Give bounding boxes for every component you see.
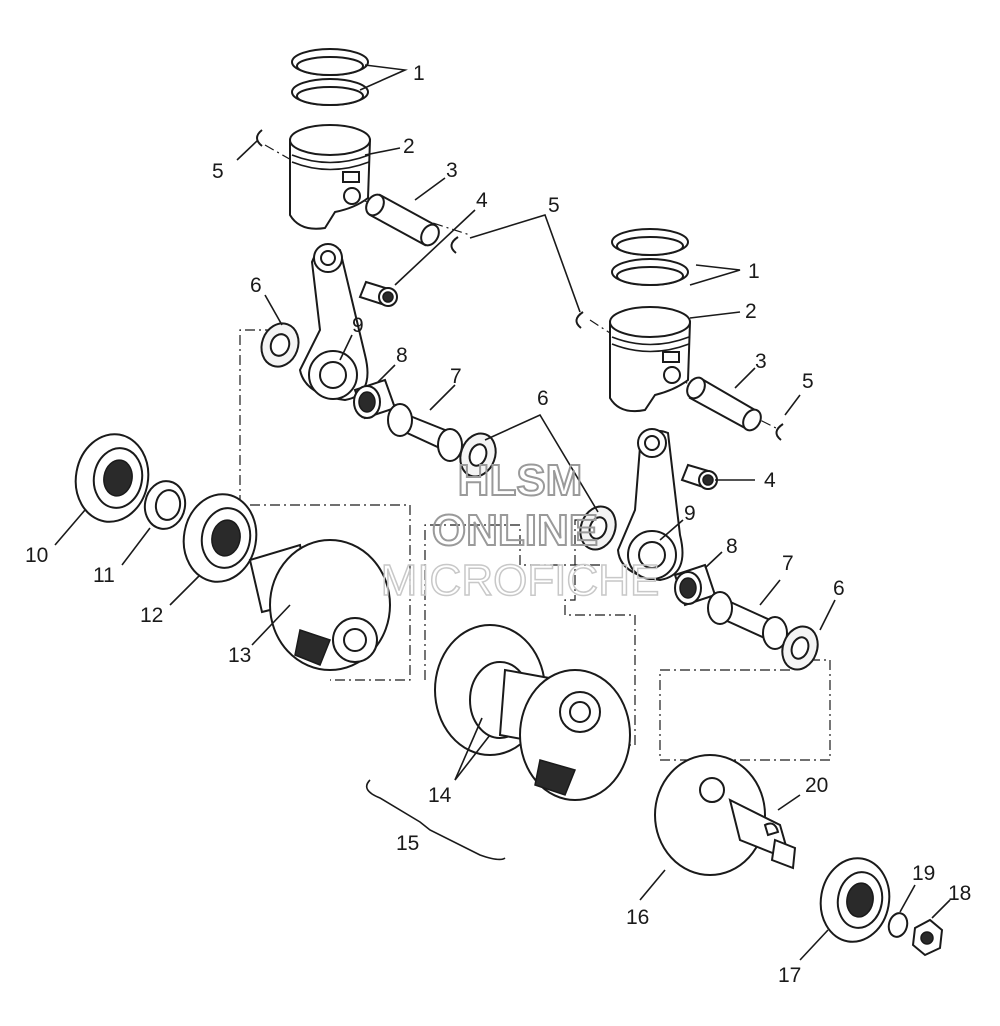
- woodruff-key: [763, 822, 780, 837]
- callout-numbers: 1 2 3 4 5 5 6 9 8 7 6 1 2 3 5 4 9 8 7 6 …: [25, 62, 971, 987]
- callout-13: 13: [228, 644, 251, 667]
- callout-4-left: 4: [476, 189, 488, 212]
- piston-pin-right: [686, 376, 762, 432]
- piston-ring-set-right: [611, 228, 689, 286]
- needle-bearing-small-right: [680, 463, 718, 490]
- callout-5-right: 5: [802, 370, 814, 393]
- thrust-washer-right: [781, 625, 819, 671]
- crank-half-left: [248, 539, 391, 671]
- crank-half-right: [654, 754, 797, 876]
- callout-3-right: 3: [755, 350, 767, 373]
- callout-10: 10: [25, 544, 48, 567]
- circlip-right-inner: [775, 423, 784, 441]
- callout-15: 15: [396, 832, 419, 855]
- lock-washer: [887, 912, 909, 938]
- watermark-line-1: HLSM: [458, 456, 583, 505]
- callout-9-right: 9: [684, 502, 696, 525]
- callout-14: 14: [428, 784, 452, 807]
- ball-bearing-left-inner: [182, 493, 258, 583]
- callout-9-left: 9: [352, 314, 364, 337]
- connecting-rod-right: [616, 428, 684, 582]
- callout-2-left: 2: [403, 135, 415, 158]
- callout-20: 20: [805, 774, 828, 797]
- callout-1-right: 1: [748, 260, 760, 283]
- leader-lines: [54, 64, 951, 961]
- callout-6-left: 6: [250, 274, 262, 297]
- circlip-left-inner: [450, 236, 459, 254]
- ball-bearing-right: [819, 857, 891, 943]
- crank-half-center: [434, 624, 631, 801]
- callout-18: 18: [948, 882, 971, 905]
- thrust-washer-center-right: [579, 505, 617, 551]
- callout-7-left: 7: [450, 365, 462, 388]
- callout-8-right: 8: [726, 535, 738, 558]
- needle-bearing-big-left: [353, 378, 397, 420]
- callout-4-right: 4: [764, 469, 776, 492]
- needle-bearing-small-left: [358, 280, 398, 307]
- piston-ring-set-left: [291, 48, 369, 106]
- circlip-left-outer: [256, 129, 263, 147]
- callout-3-left: 3: [446, 159, 458, 182]
- watermark: HLSM ONLINE MICROFICHE: [380, 455, 660, 606]
- callout-5-center: 5: [548, 194, 560, 217]
- crank-pin-right: [707, 591, 788, 650]
- crank-pin-left: [387, 403, 463, 462]
- callout-1-left: 1: [413, 62, 425, 85]
- thrust-washer-left-a: [260, 322, 300, 368]
- callout-16: 16: [626, 906, 649, 929]
- crank-nut: [911, 918, 944, 957]
- spacer-ring-left: [143, 480, 187, 530]
- callout-12: 12: [140, 604, 163, 627]
- piston-left: [289, 124, 372, 230]
- callout-7-right: 7: [782, 552, 794, 575]
- callout-5-left-outer: 5: [212, 160, 224, 183]
- callout-2-right: 2: [745, 300, 757, 323]
- callout-17: 17: [778, 964, 801, 987]
- ball-bearing-left: [74, 433, 150, 523]
- watermark-line-3: MICROFICHE: [381, 556, 660, 605]
- thrust-washer-center: [459, 432, 497, 478]
- callout-6-right: 6: [833, 577, 845, 600]
- piston-pin-left: [365, 193, 440, 247]
- callout-19: 19: [912, 862, 935, 885]
- callout-11: 11: [93, 564, 115, 587]
- callout-6-center: 6: [537, 387, 549, 410]
- watermark-line-2: ONLINE: [432, 506, 598, 555]
- callout-8-left: 8: [396, 344, 408, 367]
- piston-right: [609, 306, 692, 413]
- circlip-right-outer: [575, 311, 584, 329]
